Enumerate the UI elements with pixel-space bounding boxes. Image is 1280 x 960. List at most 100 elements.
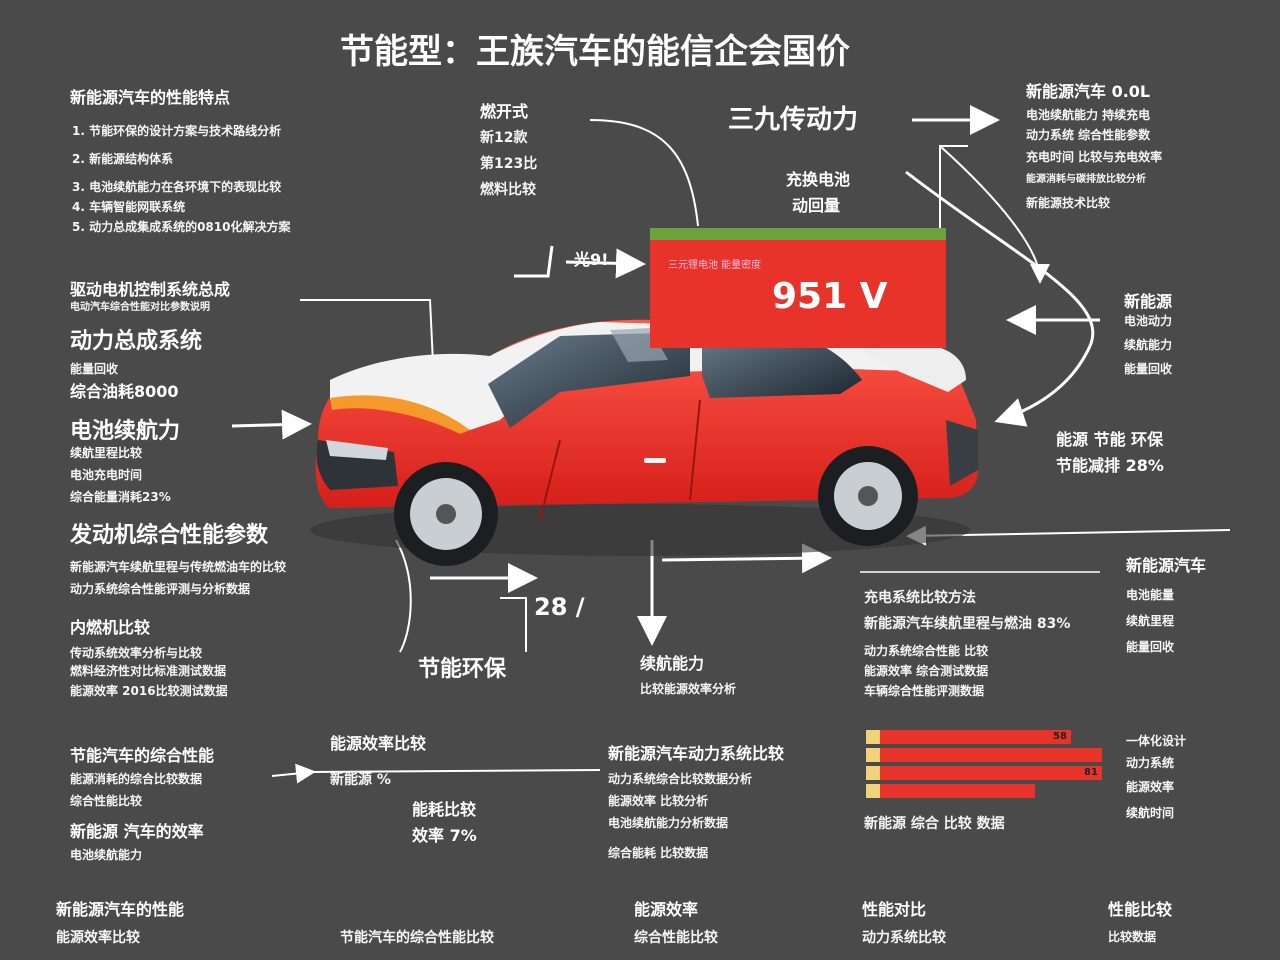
lower-left-a-line-1: 能源消耗的综合比较数据 xyxy=(70,772,203,786)
bar-3 xyxy=(880,784,1035,798)
bar-base-3 xyxy=(866,784,880,798)
lower-left-a-line-2: 综合性能比较 xyxy=(70,794,143,808)
footer-c1-line-1: 新能源汽车的性能 xyxy=(56,900,185,919)
line-left-bottom xyxy=(395,539,412,653)
left-block4-line-1: 续航里程比较 xyxy=(70,446,143,460)
right-block4-heading: 新能源汽车 xyxy=(1126,556,1207,575)
line-lower-center xyxy=(311,769,601,773)
curve-right-big xyxy=(905,170,1095,427)
battery-box-caption: 三元锂电池 能量密度 xyxy=(668,260,762,271)
left-block1-line-1: 1. 节能环保的设计方案与技术路线分析 xyxy=(72,124,282,138)
right-block5-line-1: 一体化设计 xyxy=(1126,734,1187,748)
line-corner-right xyxy=(939,145,968,230)
footer-c1-line-2: 能源效率比较 xyxy=(56,930,140,946)
left-block1-line-5: 5. 动力总成集成系统的0810化解决方案 xyxy=(72,220,291,234)
battery-red-box xyxy=(650,228,946,348)
left-block3-line-2: 综合油耗8000 xyxy=(70,382,179,401)
top-center-line-1: 新12款 xyxy=(480,130,528,146)
bar-label-0: 58 xyxy=(1053,731,1067,742)
right-block1-line-1: 新能源汽车 0.0L xyxy=(1026,82,1151,101)
pointer-note: 光9! xyxy=(574,250,609,269)
arrow-middle-right xyxy=(661,543,832,574)
bar-label-2: 81 xyxy=(1084,767,1098,778)
left-block1-line-4: 4. 车辆智能网联系统 xyxy=(72,200,186,214)
left-block4-line-2: 电池充电时间 xyxy=(70,468,143,482)
right-block2-line-4: 能量回收 xyxy=(1124,362,1173,376)
lower-center-c-line-3: 电池续航能力分析数据 xyxy=(608,816,729,830)
right-block1-line-6: 新能源技术比较 xyxy=(1026,196,1111,210)
car-illustration xyxy=(310,319,978,566)
line-28-bracket xyxy=(500,597,527,652)
footer-c5-line-1: 性能比较 xyxy=(1108,900,1173,919)
right-block1-line-5: 能源消耗与碳排放比较分析 xyxy=(1026,174,1146,185)
left-block5-heading: 发动机综合性能参数 xyxy=(70,523,269,548)
left-block6-line-2: 燃料经济性对比标准测试数据 xyxy=(70,664,227,678)
left-block6-line-3: 能源效率 2016比较测试数据 xyxy=(70,684,228,698)
right-block2-line-2: 电池动力 xyxy=(1124,314,1173,328)
lower-center-b-line-2: 效率 7% xyxy=(412,826,477,845)
top-center-line-2: 第123比 xyxy=(480,156,538,172)
line-top-center xyxy=(589,119,699,227)
lower-center-a-heading: 能源效率比较 xyxy=(330,734,427,753)
bar-1 xyxy=(880,748,1102,762)
footer-c5-line-2: 比较数据 xyxy=(1108,930,1157,944)
mid-right-line-1: 充电系统比较方法 xyxy=(864,590,976,606)
right-block4-line-1: 电池能量 xyxy=(1126,588,1175,602)
left-block1-heading: 新能源汽车的性能特点 xyxy=(70,88,231,107)
left-block1-line-3: 3. 电池续航能力在各环境下的表现比较 xyxy=(72,180,282,194)
value-28: 28 / xyxy=(534,593,585,621)
lower-left-b-heading: 新能源 汽车的效率 xyxy=(70,822,204,841)
footer-c4-line-1: 性能对比 xyxy=(862,900,927,919)
center-note-1: 充换电池 xyxy=(786,170,851,189)
pointer-tick xyxy=(514,245,554,278)
middle-pct-label: 节能环保 xyxy=(418,657,507,682)
arrow-lower-left xyxy=(271,763,316,784)
footer-c4-line-2: 动力系统比较 xyxy=(862,930,946,946)
center-note-2: 动回量 xyxy=(792,196,841,215)
top-center-label: 燃开式 xyxy=(480,102,529,121)
right-block3-line-1: 能源 节能 环保 xyxy=(1056,430,1164,449)
bars-caption: 新能源 综合 比较 数据 xyxy=(864,816,1005,832)
lower-center-c-heading: 新能源汽车动力系统比较 xyxy=(608,744,785,763)
arrow-left-to-car xyxy=(231,409,312,440)
bar-base-1 xyxy=(866,748,880,762)
mid-right-line-3: 动力系统综合性能 比较 xyxy=(864,644,989,658)
right-block2-line-1: 新能源 xyxy=(1124,292,1173,311)
left-block5-line-2: 动力系统综合性能评测与分析数据 xyxy=(70,582,251,596)
lower-center-c-line-2: 能源效率 比较分析 xyxy=(608,794,709,808)
bar-base-2 xyxy=(866,766,880,780)
top-center-line-3: 燃料比较 xyxy=(480,182,536,198)
right-block2-line-3: 续航能力 xyxy=(1124,338,1173,352)
lower-center-b-line-1: 能耗比较 xyxy=(412,800,477,819)
below-car-line-1: 续航能力 xyxy=(640,654,705,673)
left-block2-sub: 电动汽车综合性能对比参数说明 xyxy=(70,302,210,313)
right-block5-line-3: 能源效率 xyxy=(1126,780,1175,794)
bar-base-0 xyxy=(866,730,880,744)
lower-left-a-heading: 节能汽车的综合性能 xyxy=(70,746,215,765)
mid-right-line-2: 新能源汽车续航里程与燃油 83% xyxy=(864,616,1071,632)
footer-c2: 节能汽车的综合性能比较 xyxy=(340,930,494,946)
right-block1-line-4: 充电时间 比较与充电效率 xyxy=(1026,150,1163,164)
right-block3-line-2: 节能减排 28% xyxy=(1056,456,1164,475)
page-title: 节能型：王族汽车的能信企会国价 xyxy=(340,32,850,72)
footer-c3-line-1: 能源效率 xyxy=(634,900,699,919)
lower-center-c-line-4: 综合能耗 比较数据 xyxy=(608,846,709,860)
lower-center-c-line-1: 动力系统综合比较数据分析 xyxy=(608,772,753,786)
battery-voltage-value: 951 V xyxy=(772,276,888,317)
mid-right-line-4: 能源效率 综合测试数据 xyxy=(864,664,989,678)
lower-left-b-line-1: 电池续航能力 xyxy=(70,848,143,862)
left-block2-heading: 驱动电机控制系统总成 xyxy=(70,280,231,299)
left-block1-line-2: 2. 新能源结构体系 xyxy=(72,152,174,166)
left-block4-heading: 电池续航力 xyxy=(70,419,181,444)
footer-c3-line-2: 综合性能比较 xyxy=(634,930,718,946)
right-block5-line-4: 续航时间 xyxy=(1126,806,1175,820)
left-block5-line-1: 新能源汽车续航里程与传统燃油车的比较 xyxy=(70,560,287,574)
below-car-line-2: 比较能源效率分析 xyxy=(640,682,737,696)
left-block3-heading: 动力总成系统 xyxy=(70,329,203,354)
top-badge: 三九传动力 xyxy=(728,105,859,135)
bar-2 xyxy=(880,766,1102,780)
left-block6-heading: 内燃机比较 xyxy=(70,618,151,637)
right-block4-line-2: 续航里程 xyxy=(1126,614,1175,628)
right-block4-line-3: 能量回收 xyxy=(1126,640,1175,654)
